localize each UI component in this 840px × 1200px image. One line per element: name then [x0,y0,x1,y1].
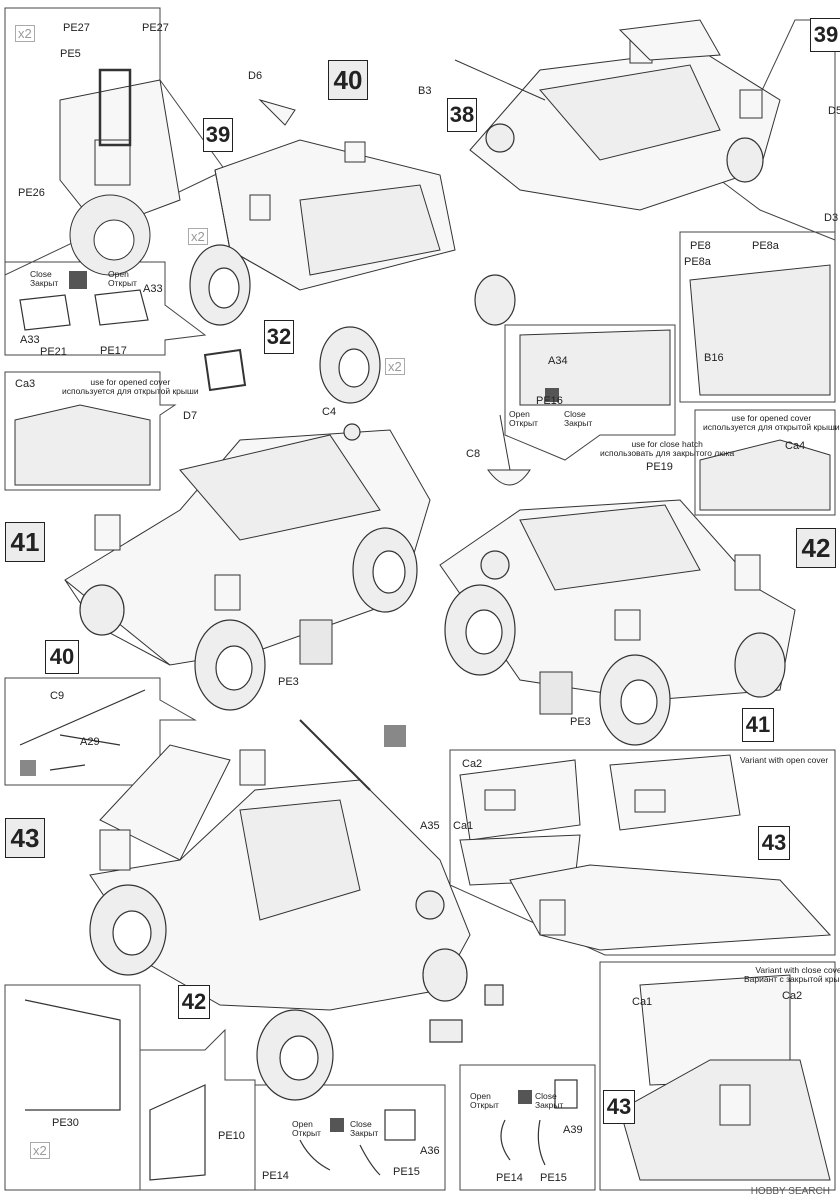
part-label: PE8a [684,256,711,268]
part-label: PE21 [40,346,67,358]
part-label: PE17 [100,345,127,357]
part-label: PE14 [496,1172,523,1184]
part-label: PE15 [393,1166,420,1178]
step-number: 40 [45,640,79,674]
multiplier-badge: x2 [30,1142,50,1159]
part-label: A34 [548,355,568,367]
part-label: A35 [420,820,440,832]
part-label: D7 [183,410,198,422]
part-label: A33 [143,283,163,295]
part-label: A29 [80,736,100,748]
step-number: 42 [796,528,836,568]
watermark: HOBBY SEARCH [750,1186,830,1197]
part-label: PE10 [218,1130,245,1142]
part-label: A33 [20,334,40,346]
step-number: 43 [603,1090,635,1124]
step-number: 38 [447,98,477,132]
part-label: PE3 [570,716,591,728]
part-label: PE14 [262,1170,289,1182]
part-label: PE27 [142,22,169,34]
part-label: PE15 [540,1172,567,1184]
variant-open-note: Variant with open cover [740,755,829,765]
step-number: 41 [5,522,45,562]
step-number: 39 [810,18,840,52]
part-label: D3 [824,212,839,224]
part-label: Ca1 [632,996,653,1008]
part-label: B16 [704,352,724,364]
multiplier-badge: x2 [15,25,35,42]
part-label: B3 [418,85,432,97]
part-label: PE27 [63,22,90,34]
part-label: PE19 [646,461,673,473]
part-label: A39 [563,1124,583,1136]
part-label: Ca1 [453,820,474,832]
part-label: D6 [248,70,263,82]
part-label: Ca4 [785,440,806,452]
part-label: PE3 [278,676,299,688]
step-number: 41 [742,708,774,742]
part-label: Ca2 [782,990,803,1002]
part-label: PE30 [52,1117,79,1129]
part-label: C4 [322,406,337,418]
part-label: PE26 [18,187,45,199]
part-label: Ca3 [15,378,36,390]
step-number: 39 [203,118,233,152]
part-label: PE16 [536,395,563,407]
step-number: 42 [178,985,210,1019]
step-number: 32 [264,320,294,354]
part-label: PE5 [60,48,81,60]
multiplier-badge: x2 [188,228,208,245]
step-number: 43 [5,818,45,858]
step-number: 40 [328,60,368,100]
part-label: C9 [50,690,65,702]
step-number: 43 [758,826,790,860]
part-label: Ca2 [462,758,483,770]
part-label: PE8 [690,240,711,252]
part-label: PE8a [752,240,779,252]
part-label: C8 [466,448,481,460]
part-label: D5 [828,105,840,117]
multiplier-badge: x2 [385,358,405,375]
part-label: A36 [420,1145,440,1157]
